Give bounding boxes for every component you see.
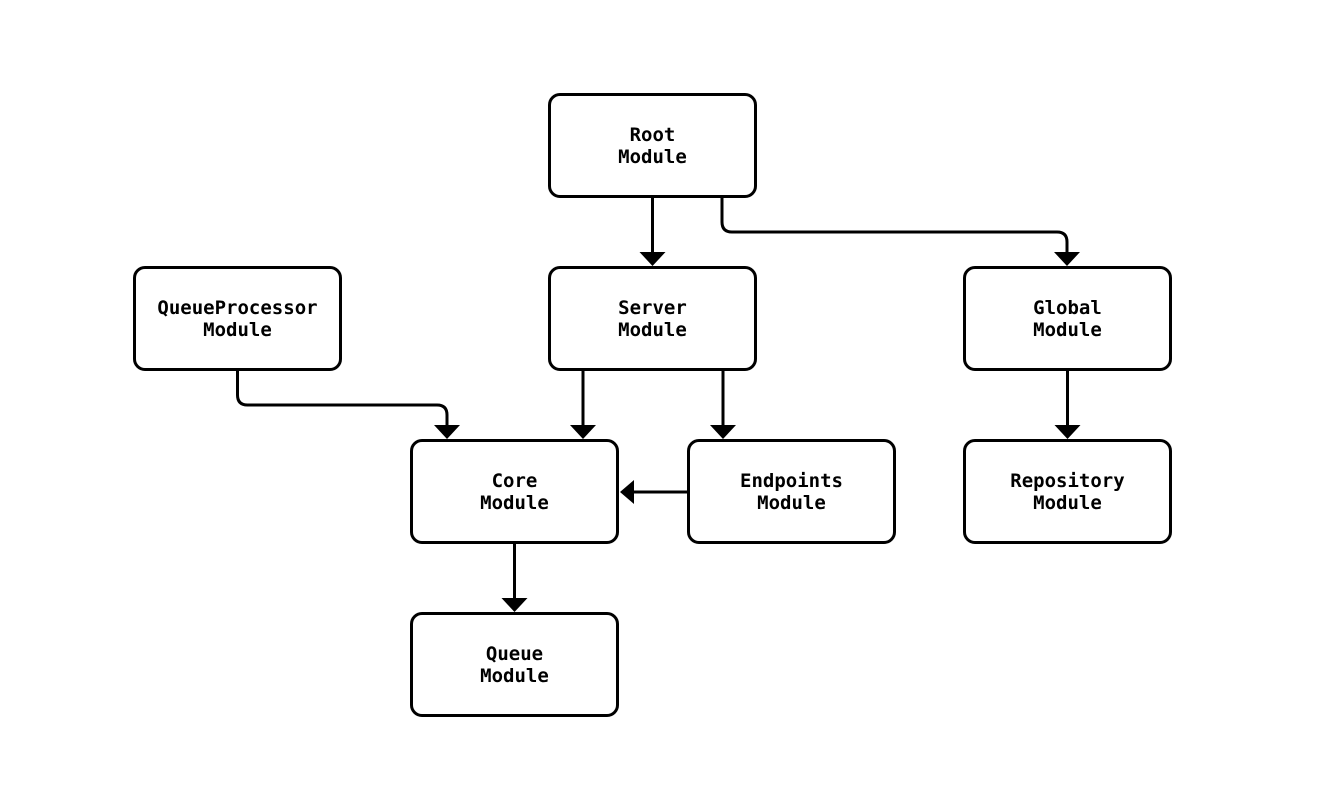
node-queue-module-line2: Module — [480, 664, 549, 687]
node-root-module: Root Module — [548, 93, 757, 198]
edge-root-to-server — [639, 198, 666, 266]
edge-queueprocessor-to-core — [236, 371, 460, 439]
edge-core-to-queue — [501, 544, 528, 612]
edge-server-to-endpoints — [710, 371, 736, 439]
node-queueprocessor-module-line1: QueueProcessor — [157, 296, 318, 319]
node-queueprocessor-module: QueueProcessor Module — [133, 266, 342, 371]
node-server-module-line2: Module — [618, 318, 687, 341]
node-endpoints-module-line1: Endpoints — [740, 469, 843, 492]
node-queue-module-line1: Queue — [485, 642, 544, 665]
node-queue-module: Queue Module — [410, 612, 619, 717]
edge-root-to-global — [720, 198, 1080, 266]
node-server-module-line1: Server — [618, 296, 687, 319]
node-repository-module-line2: Module — [1033, 491, 1102, 514]
node-global-module: Global Module — [963, 266, 1172, 371]
node-queueprocessor-module-line2: Module — [203, 318, 272, 341]
edge-global-to-repository — [1054, 371, 1081, 439]
node-global-module-line1: Global — [1033, 296, 1102, 319]
node-global-module-line2: Module — [1033, 318, 1102, 341]
node-server-module: Server Module — [548, 266, 757, 371]
node-repository-module-line1: Repository — [1010, 469, 1125, 492]
edge-server-to-core — [570, 371, 596, 439]
node-core-module: Core Module — [410, 439, 619, 544]
node-repository-module: Repository Module — [963, 439, 1172, 544]
node-endpoints-module: Endpoints Module — [687, 439, 896, 544]
edge-endpoints-to-core — [620, 480, 687, 504]
node-core-module-line1: Core — [491, 469, 538, 492]
node-core-module-line2: Module — [480, 491, 549, 514]
node-endpoints-module-line2: Module — [757, 491, 826, 514]
node-root-module-line2: Module — [618, 145, 687, 168]
node-root-module-line1: Root — [629, 123, 676, 146]
